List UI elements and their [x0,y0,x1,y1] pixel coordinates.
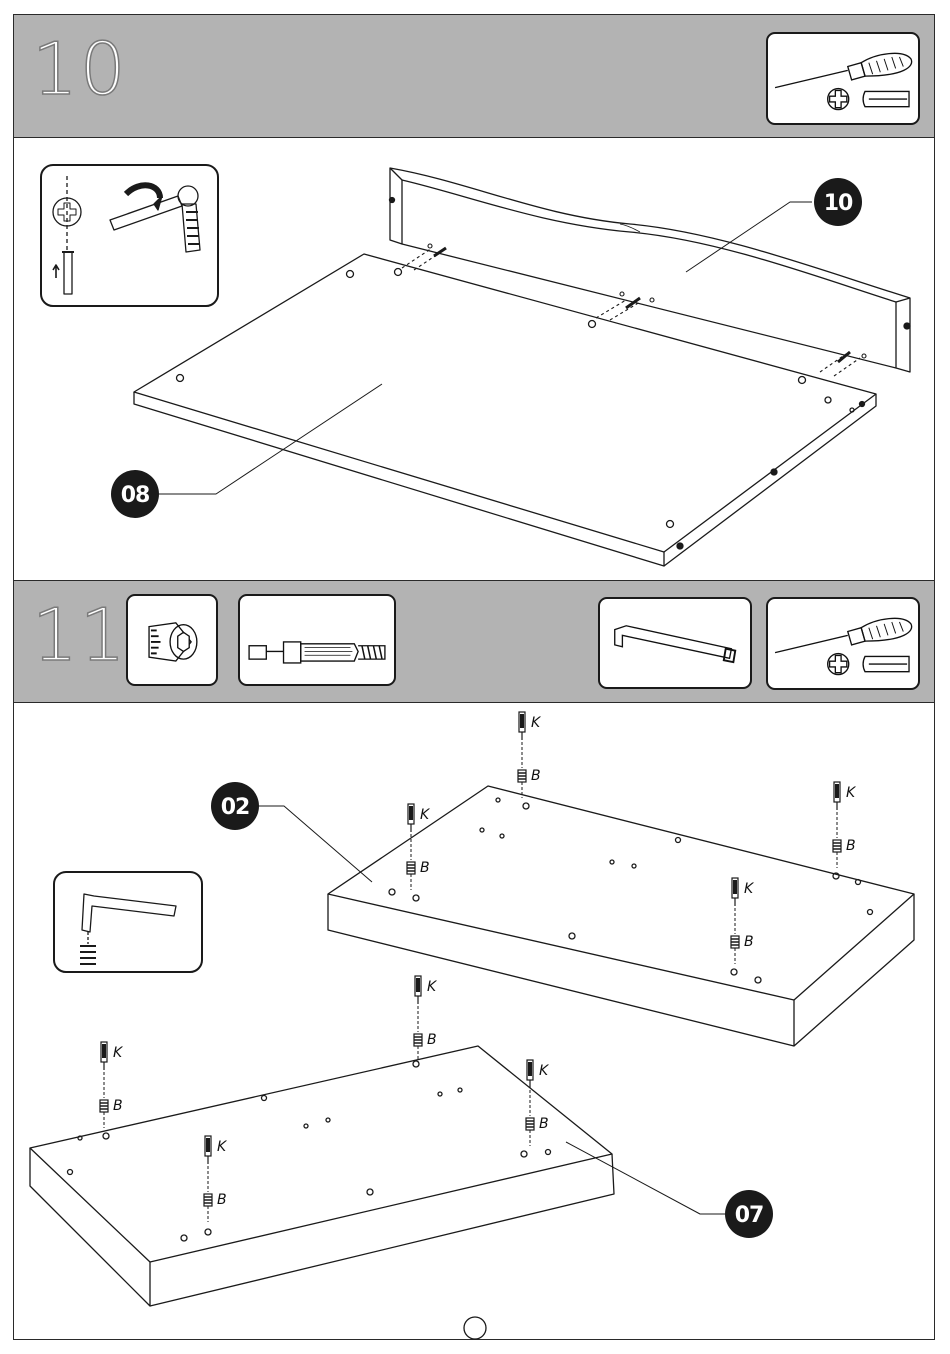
cam-bolt-label: K [539,1063,550,1079]
cam-bolt-label: K [846,785,857,801]
callout-label: 07 [735,1203,764,1228]
cam-bolt-label: K [427,979,438,995]
insert-nut-label: B [531,768,541,784]
leader-line [258,806,372,882]
callout-07: 07 [725,1190,773,1238]
insert-nut-label: B [846,838,856,854]
cam-lock-detail-inset [41,165,218,306]
cam-bolt-and-insert: KB [833,782,857,868]
callout-10: 10 [814,178,862,226]
panel-02 [328,786,914,1046]
page-number-circle [464,1317,486,1339]
insert-nut-label: B [539,1116,549,1132]
allen-key-insert-inset [54,872,202,972]
cam-bolt-label: K [531,715,542,731]
cam-bolt-and-insert: KB [518,712,542,798]
insert-nut-label: B [427,1032,437,1048]
insert-nut-label: B [217,1192,227,1208]
callout-02: 02 [211,782,259,830]
insert-nut-label: B [113,1098,123,1114]
panel-08 [134,254,876,566]
callout-label: 08 [121,483,150,508]
cam-bolt-and-insert: KB [100,1042,124,1128]
insert-nut-label: B [744,934,754,950]
cam-bolt-and-insert: KB [414,976,438,1062]
callout-label: 10 [824,191,853,216]
cam-bolt-label: K [420,807,431,823]
callout-08: 08 [111,470,159,518]
panel-07 [30,1046,614,1306]
insert-nut-label: B [420,860,430,876]
cam-bolt-label: K [113,1045,124,1061]
callout-label: 02 [221,795,250,820]
